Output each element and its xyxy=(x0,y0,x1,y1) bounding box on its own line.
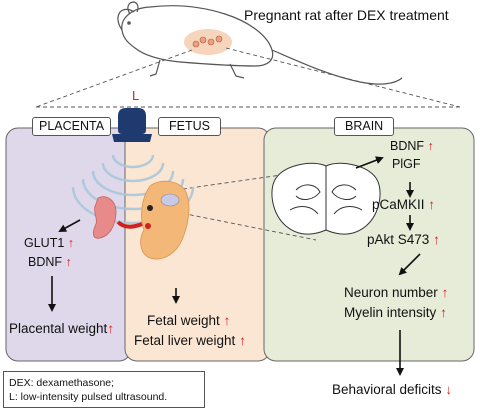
fetus-brain xyxy=(160,193,180,207)
ultrasound-label: L xyxy=(132,88,140,103)
brain-section-icon xyxy=(271,162,381,235)
down-arrow-icon: ↓ xyxy=(445,382,453,397)
placenta-marker-glut1: GLUT1 ↑ xyxy=(24,236,75,250)
legend-line-lipus: L: low-intensity pulsed ultrasound. xyxy=(9,391,168,403)
up-arrow-icon: ↑ xyxy=(441,285,449,300)
fetus-outcome-liver: Fetal liver weight ↑ xyxy=(134,333,246,348)
placenta-header: PLACENTA xyxy=(32,117,112,136)
brain-factor-plgf: PlGF xyxy=(392,157,421,171)
figure-title: Pregnant rat after DEX treatment xyxy=(244,7,449,23)
up-arrow-icon: ↑ xyxy=(65,255,72,269)
up-arrow-icon: ↑ xyxy=(428,197,436,212)
fetus-header: FETUS xyxy=(158,117,221,136)
ultrasound-transducer-icon xyxy=(112,108,152,142)
brain-cascade-pakt: pAkt S473 ↑ xyxy=(367,232,440,247)
placenta-illustration xyxy=(92,196,117,239)
fetus-eye xyxy=(147,205,153,211)
legend-line-dex: DEX: dexamethasone; xyxy=(9,377,115,389)
brain-outcome-myelin: Myelin intensity ↑ xyxy=(344,305,447,320)
brain-factor-bdnf: BDNF ↑ xyxy=(390,139,434,153)
abbreviation-legend: DEX: dexamethasone; L: low-intensity pul… xyxy=(3,371,205,408)
up-arrow-icon: ↑ xyxy=(107,321,115,336)
fetus-outcome-weight: Fetal weight ↑ xyxy=(147,313,231,328)
zoom-connectors xyxy=(35,47,461,241)
rat-illustration xyxy=(117,1,403,85)
brain-outcome-neuron: Neuron number ↑ xyxy=(344,285,449,300)
umbilical-cord xyxy=(116,220,143,229)
brain-header: BRAIN xyxy=(334,117,395,136)
up-arrow-icon: ↑ xyxy=(433,232,440,247)
placenta-marker-bdnf: BDNF ↑ xyxy=(28,255,72,269)
fetus-illustration xyxy=(116,180,190,260)
brain-cascade-pcamkii: pCaMKII ↑ xyxy=(372,197,436,212)
placenta-outcome: Placental weight↑ xyxy=(9,321,115,336)
final-outcome-behavioral: Behavioral deficits ↓ xyxy=(332,382,453,397)
flow-arrows xyxy=(48,156,421,376)
up-arrow-icon: ↑ xyxy=(223,313,231,328)
up-arrow-icon: ↑ xyxy=(440,305,447,320)
up-arrow-icon: ↑ xyxy=(239,333,246,348)
embryos-icon xyxy=(192,35,223,48)
up-arrow-icon: ↑ xyxy=(67,236,75,250)
up-arrow-icon: ↑ xyxy=(427,139,434,153)
